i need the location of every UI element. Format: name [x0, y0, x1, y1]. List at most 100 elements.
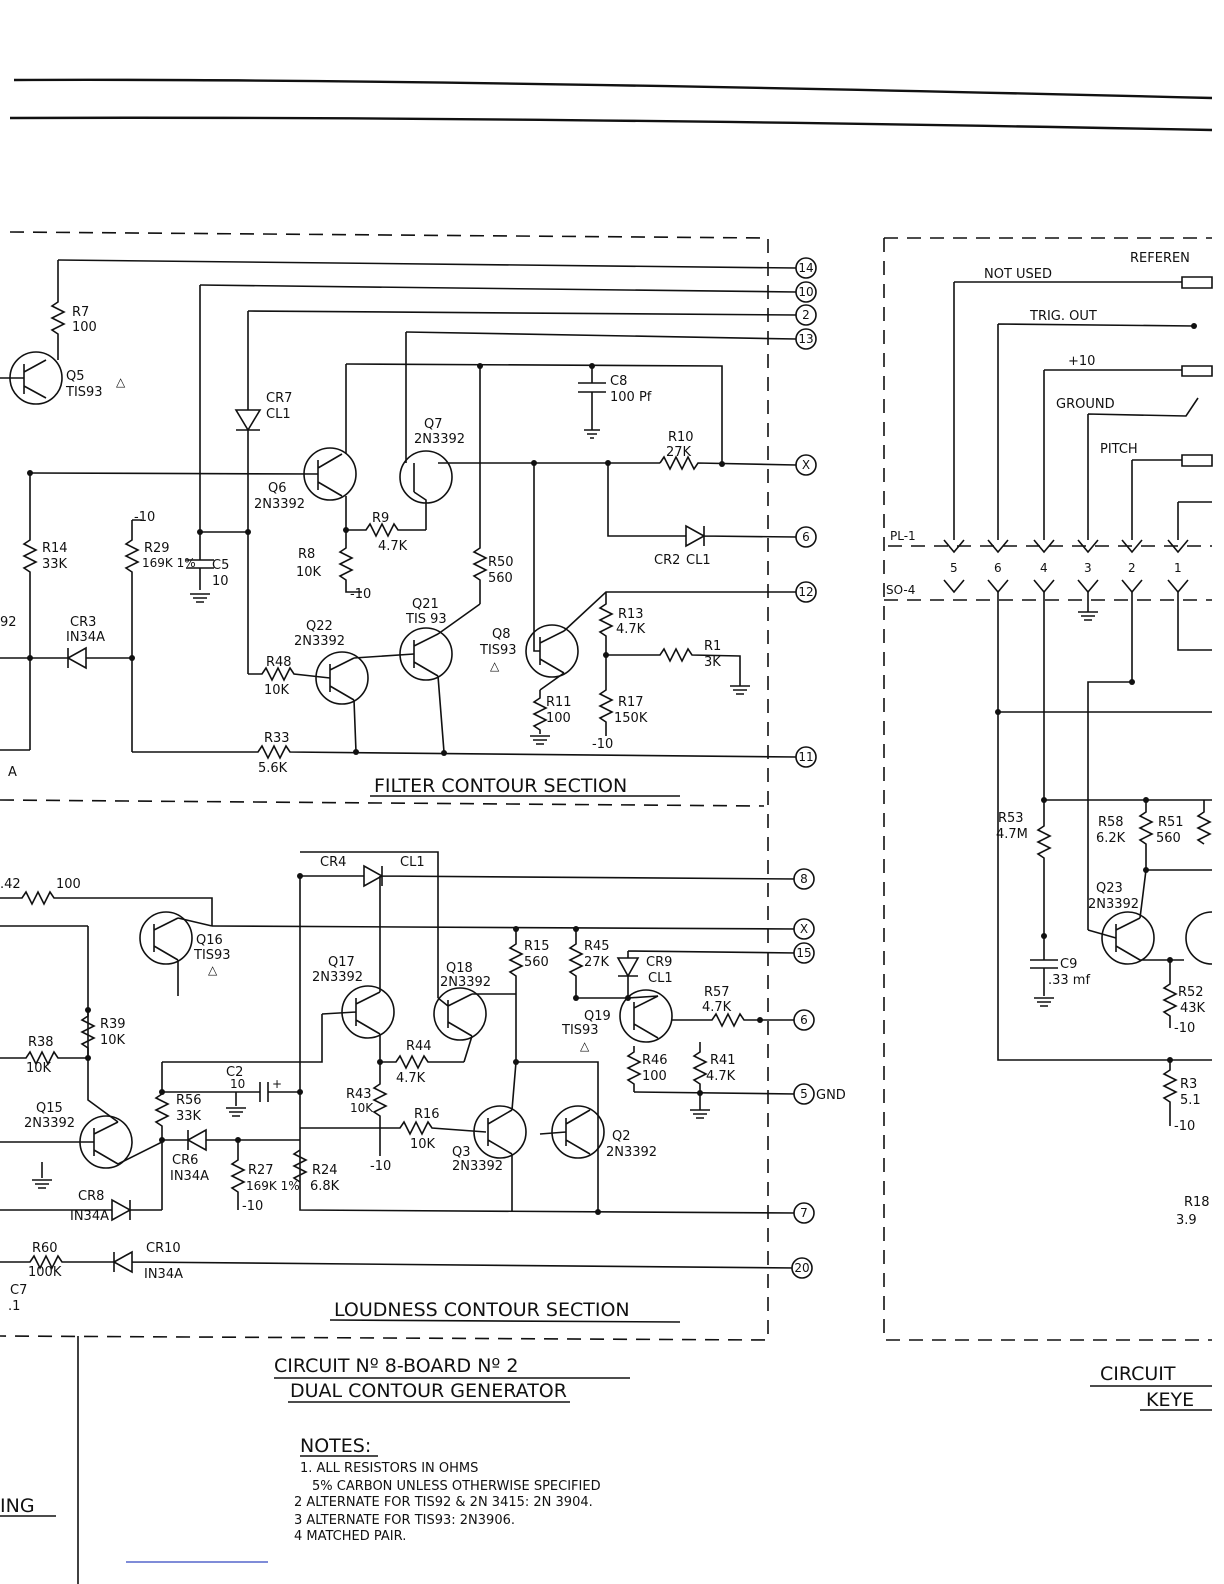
notes-heading: NOTES:: [300, 1435, 371, 1457]
label-q19: Q19: [584, 1009, 611, 1024]
label-r46: R46: [642, 1053, 668, 1068]
label-r18-value: 3.9: [1176, 1213, 1197, 1228]
label-r14-value: 33K: [42, 557, 68, 572]
so4-label: SO-4: [886, 583, 915, 597]
label-r48-value: 10K: [264, 683, 290, 698]
terminal-6: 6: [800, 1013, 808, 1027]
label-q2-value: 2N3392: [606, 1145, 657, 1160]
terminal-7: 7: [800, 1206, 808, 1220]
label-r11-value: 100: [546, 711, 571, 726]
signal-ground: GROUND: [1056, 397, 1115, 412]
label-r33-value: 5.6K: [258, 761, 288, 776]
label-r1: R1: [704, 639, 721, 654]
label-r17-value: 150K: [614, 711, 648, 726]
label-r7: R7: [72, 305, 89, 320]
pin-4: 4: [1040, 561, 1048, 575]
pin-1: 1: [1174, 561, 1182, 575]
label-r24: R24: [312, 1163, 338, 1178]
label-q17: Q17: [328, 955, 355, 970]
label-cr3-value: IN34A: [66, 630, 105, 645]
label-q3-value: 2N3392: [452, 1159, 503, 1174]
right-circuit-subtitle: KEYE: [1146, 1389, 1194, 1411]
label-c2: C2: [226, 1065, 243, 1080]
label-r29-value: 169K 1%: [142, 556, 196, 570]
label-minus10: -10: [1174, 1021, 1195, 1036]
label-r52: R52: [1178, 985, 1204, 1000]
edge-fragment-c7: C7: [10, 1283, 27, 1298]
note-line-3: 2 ALTERNATE FOR TIS92 & 2N 3415: 2N 3904…: [294, 1495, 593, 1510]
label-c9: C9: [1060, 957, 1077, 972]
right-circuit-title: CIRCUIT: [1100, 1363, 1176, 1385]
label-q16-value: TIS93: [193, 948, 231, 963]
label-r60: R60: [32, 1241, 58, 1256]
pin-3: 3: [1084, 561, 1092, 575]
label-r46-value: 100: [642, 1069, 667, 1084]
label-c9-value: .33 mf: [1048, 973, 1090, 988]
label-r8-value: 10K: [296, 565, 322, 580]
label-cr2-value: CL1: [686, 553, 711, 568]
label-r27-value: 169K 1%: [246, 1179, 300, 1193]
terminal-12: 12: [798, 585, 813, 599]
label-q15: Q15: [36, 1101, 63, 1116]
label-r15-value: 560: [524, 955, 549, 970]
label-r1-value: 3K: [704, 655, 721, 670]
terminal-20: 20: [794, 1261, 809, 1275]
label-q6-value: 2N3392: [254, 497, 305, 512]
note-3-mark: △: [490, 659, 500, 673]
label-cr9-value: CL1: [648, 971, 673, 986]
terminal-labels: 14 10 2 13 X 6 12 11 8 X 15 6 5 7 20: [794, 261, 813, 1275]
label-cr7-value: CL1: [266, 407, 291, 422]
label-q19-value: TIS93: [561, 1023, 599, 1038]
edge-fragment-r42: .42: [0, 877, 21, 892]
note-line-4: 3 ALTERNATE FOR TIS93: 2N3906.: [294, 1513, 515, 1528]
label-minus10: -10: [242, 1199, 263, 1214]
terminal-11: 11: [798, 750, 813, 764]
label-r13: R13: [618, 607, 644, 622]
label-c8-value: 100 Pf: [610, 390, 652, 405]
label-r9: R9: [372, 511, 389, 526]
pl1-label: PL-1: [890, 529, 916, 543]
label-q17-value: 2N3392: [312, 970, 363, 985]
label-r3-value: 5.1: [1180, 1093, 1201, 1108]
label-cr3: CR3: [70, 615, 96, 630]
label-q23: Q23: [1096, 881, 1123, 896]
label-r7-value: 100: [72, 320, 97, 335]
label-r53: R53: [998, 811, 1024, 826]
label-cr6: CR6: [172, 1153, 198, 1168]
label-r41-value: 4.7K: [706, 1069, 736, 1084]
label-r56-value: 33K: [176, 1109, 202, 1124]
signal-pitch: PITCH: [1100, 442, 1138, 457]
terminal-15: 15: [796, 946, 811, 960]
terminal-5: 5: [800, 1087, 808, 1101]
label-q7: Q7: [424, 417, 443, 432]
label-c5-value: 10: [212, 574, 229, 589]
label-r16-value: 10K: [410, 1137, 436, 1152]
label-r15: R15: [524, 939, 550, 954]
label-r51-value: 560: [1156, 831, 1181, 846]
label-cr8-value: IN34A: [70, 1209, 109, 1224]
label-r14: R14: [42, 541, 68, 556]
label-c2-value: 10: [230, 1077, 245, 1091]
terminal-8: 8: [800, 872, 808, 886]
label-r56: R56: [176, 1093, 202, 1108]
label-c5: C5: [212, 558, 229, 573]
label-q3: Q3: [452, 1145, 471, 1160]
label-cr2: CR2: [654, 553, 680, 568]
label-r33: R33: [264, 731, 290, 746]
label-cr8: CR8: [78, 1189, 104, 1204]
label-r57-value: 4.7K: [702, 1000, 732, 1015]
label-q22-value: 2N3392: [294, 634, 345, 649]
label-r43-value: 10K: [350, 1101, 374, 1115]
label-r58-value: 6.2K: [1096, 831, 1126, 846]
label-cr10: CR10: [146, 1241, 181, 1256]
signal-plus10: +10: [1068, 354, 1095, 369]
label-q8-value: TIS93: [479, 643, 517, 658]
pin-2: 2: [1128, 561, 1136, 575]
label-r52-value: 43K: [1180, 1001, 1206, 1016]
label-r24-value: 6.8K: [310, 1179, 340, 1194]
label-q21: Q21: [412, 597, 439, 612]
label-q21-value: TIS 93: [405, 612, 447, 627]
terminal-10: 10: [798, 285, 813, 299]
label-r60-value: 100K: [28, 1265, 62, 1280]
circuit-subtitle: DUAL CONTOUR GENERATOR: [290, 1380, 567, 1402]
